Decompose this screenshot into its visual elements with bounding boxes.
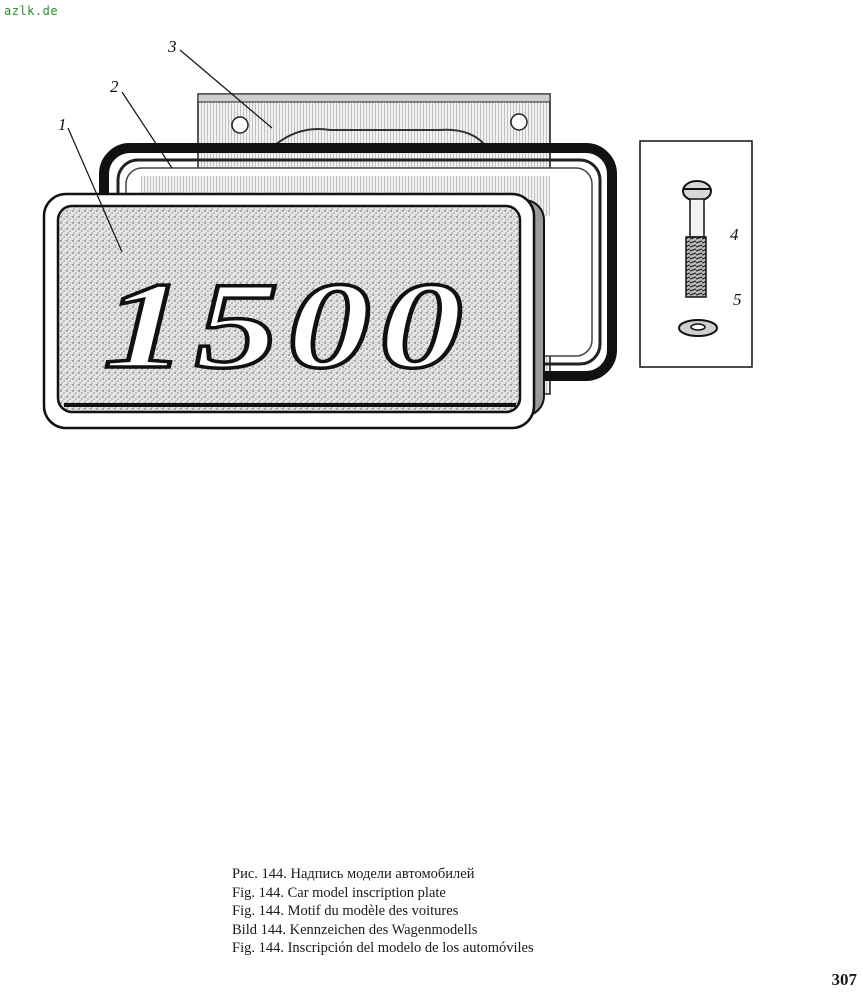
caption-german: Bild 144. Kennzeichen des Wagenmodells <box>232 921 478 938</box>
callout-1: 1 <box>58 115 67 134</box>
callout-4: 4 <box>730 225 739 244</box>
caption-russian: Рис. 144. Надпись модели автомобилей <box>232 866 475 882</box>
figure-illustration: 1500 1 2 3 4 5 <box>42 37 753 430</box>
callout-5: 5 <box>733 290 742 309</box>
screw <box>682 180 712 298</box>
washer <box>678 319 718 337</box>
emblem-text: 1500 <box>103 257 471 394</box>
callout-3: 3 <box>167 37 177 56</box>
emblem-plate: 1500 <box>42 192 545 430</box>
watermark: azlk.de <box>4 4 59 18</box>
callout-2: 2 <box>110 77 119 96</box>
caption-spanish: Fig. 144. Inscripción del modelo de los … <box>232 940 534 956</box>
page-number: 307 <box>831 970 858 989</box>
caption-english: Fig. 144. Car model inscription plate <box>232 884 446 901</box>
caption-french: Fig. 144. Motif du modèle des voitures <box>232 903 459 919</box>
fastener-inset <box>639 140 753 368</box>
callout-labels: 1 2 3 4 5 <box>58 37 742 309</box>
figure-caption: Рис. 144. Надпись модели автомобилей Fig… <box>232 865 752 958</box>
